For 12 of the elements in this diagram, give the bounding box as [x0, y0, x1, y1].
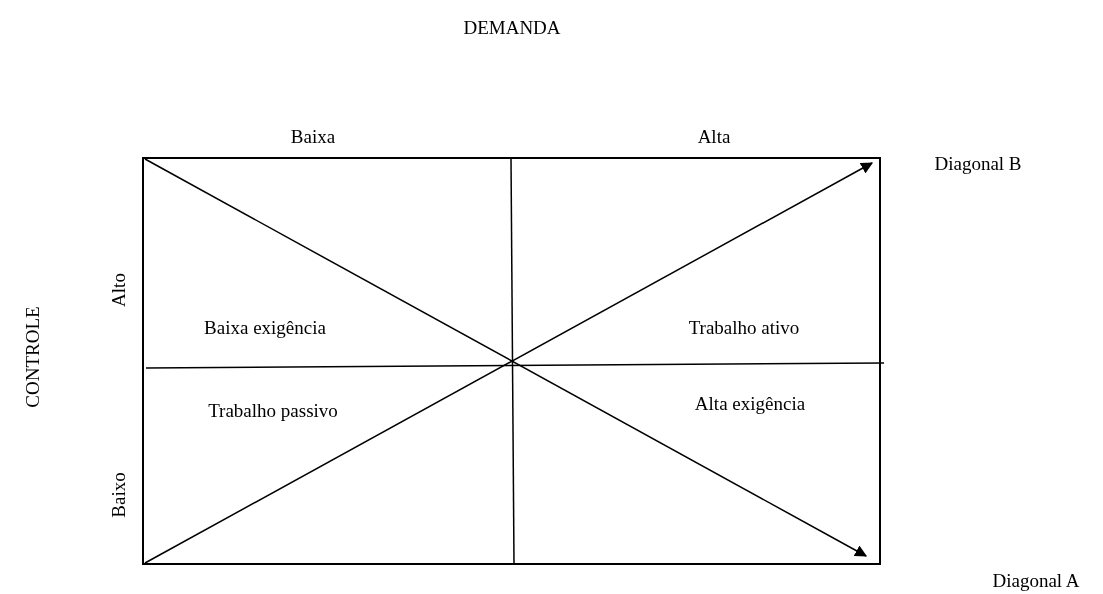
text-label: Trabalho passivo: [208, 400, 338, 420]
text-label: Alta: [697, 126, 731, 146]
axis-label: CONTROLE: [22, 306, 42, 408]
text-label: Baixa: [290, 126, 336, 146]
axis-label: Baixo: [108, 472, 128, 518]
axis-label: Alto: [108, 273, 128, 307]
text-label: Trabalho ativo: [688, 317, 800, 337]
text-label: Diagonal B: [934, 153, 1022, 173]
text-label: Baixa exigência: [204, 317, 326, 337]
text-label: Alta exigência: [694, 393, 806, 413]
text-label: Diagonal A: [992, 570, 1080, 590]
text-label: DEMANDA: [463, 17, 561, 37]
